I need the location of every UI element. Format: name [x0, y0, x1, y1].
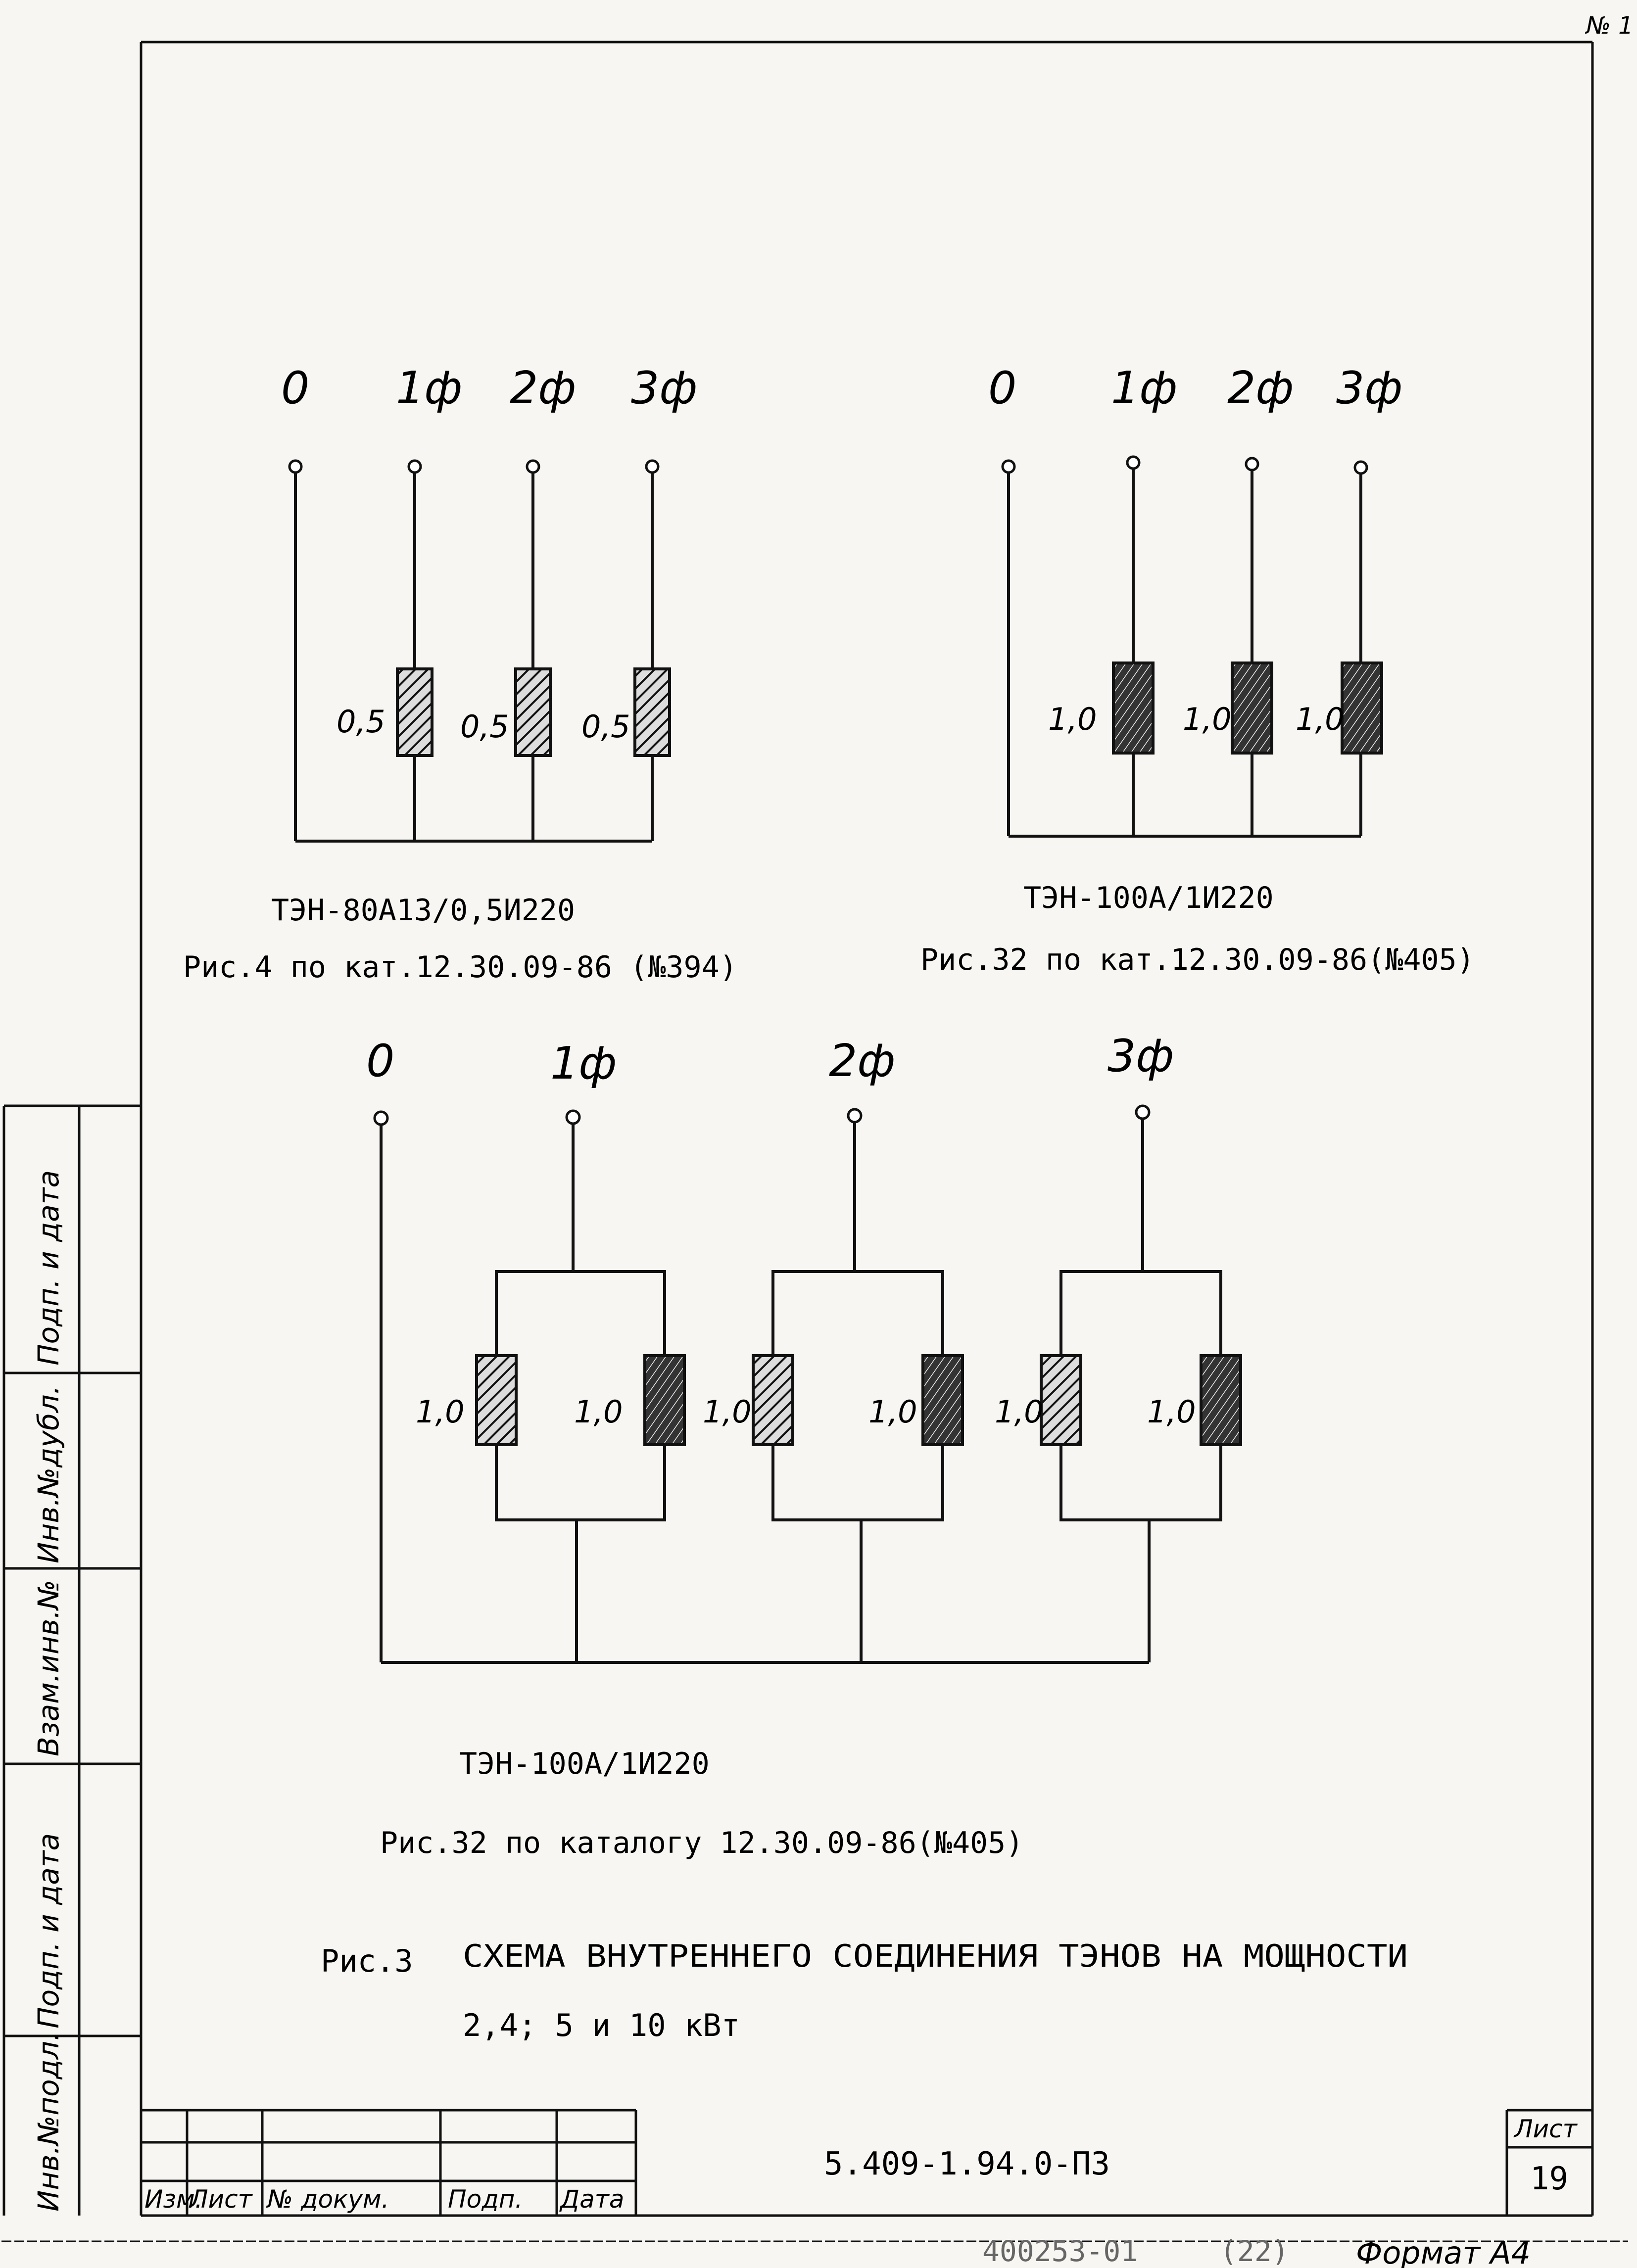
diagram-1: 0 1ф 2ф 3ф 0,5 0,5 — [183, 362, 737, 985]
tb-document-code: 5.409-1.94.0-ПЗ — [824, 2146, 1110, 2182]
title-block: Изм. Лист № докум. Подп. Дата Лист 5.409… — [141, 2109, 1592, 2216]
d3-rating-1b: 1,0 — [574, 1394, 623, 1430]
d3-caption: Рис.32 по каталогу 12.30.09-86(№405) — [380, 1826, 1023, 1860]
tb-header-izm: Изм. — [144, 2185, 203, 2214]
d2-caption: Рис.32 по кат.12.30.09-86(№405) — [920, 943, 1475, 977]
d3-model: ТЭН-100А/1И220 — [459, 1747, 710, 1781]
d1-heater-3 — [633, 667, 671, 757]
d2-terminal-3: 3ф — [1336, 362, 1402, 414]
d1-model: ТЭН-80А13/0,5И220 — [271, 893, 575, 928]
tb-sheet-label: Лист — [1513, 2115, 1578, 2143]
tb-header-podp: Подп. — [448, 2185, 523, 2214]
d1-terminal-node-2 — [526, 459, 540, 474]
corner-mark: № 1 — [1585, 12, 1634, 40]
d3-terminal-3: 3ф — [1107, 1030, 1174, 1082]
figure-number: Рис.3 — [321, 1943, 413, 1979]
d2-terminal-0: 0 — [988, 362, 1016, 414]
side-stamp-inv-dubl: Инв.№дубл. — [32, 1385, 65, 1563]
d2-heater-2 — [1231, 662, 1273, 755]
d3-terminal-node-2 — [847, 1108, 863, 1124]
d3-terminal-2: 2ф — [829, 1035, 895, 1087]
d1-rating-1: 0,5 — [337, 704, 385, 740]
d2-model: ТЭН-100А/1И220 — [1023, 881, 1274, 915]
archive-number-paren: (22) — [1220, 2234, 1289, 2268]
d2-rating-2: 1,0 — [1183, 701, 1232, 737]
d2-terminal-1: 1ф — [1111, 362, 1177, 414]
d1-wiring — [294, 472, 654, 843]
d3-terminal-node-3 — [1135, 1104, 1151, 1120]
tb-sheet-number: 19 — [1530, 2161, 1568, 2197]
d3-heater-1a — [475, 1354, 518, 1446]
d2-rating-3: 1,0 — [1296, 701, 1345, 737]
d1-heater-1 — [396, 667, 433, 757]
side-stamp-podp-data-2: Подп. и дата — [32, 1170, 65, 1366]
d3-rating-3b: 1,0 — [1147, 1394, 1196, 1430]
format-label: Формат А4 — [1356, 2235, 1531, 2268]
d1-rating-2: 0,5 — [460, 709, 509, 745]
d2-wiring — [1007, 469, 1362, 838]
d2-heater-1 — [1112, 662, 1155, 755]
figure-title-line1: СХЕМА ВНУТРЕННЕГО СОЕДИНЕНИЯ ТЭНОВ НА МО… — [463, 1938, 1408, 1974]
d1-terminal-3: 3ф — [631, 362, 697, 414]
d1-caption: Рис.4 по кат.12.30.09-86 (№394) — [183, 950, 737, 985]
tb-header-data: Дата — [559, 2185, 624, 2214]
diagram-2: 0 1ф 2ф 3ф 1,0 1,0 — [920, 362, 1475, 977]
d2-heater-3 — [1341, 662, 1383, 755]
d1-terminal-node-1 — [407, 459, 422, 474]
d2-rating-1: 1,0 — [1048, 701, 1097, 737]
d3-terminal-node-0 — [373, 1110, 389, 1126]
footer: 400253-01 (22) Формат А4 — [982, 2234, 1531, 2268]
d3-terminal-1: 1ф — [550, 1038, 617, 1089]
d1-terminal-node-0 — [288, 459, 303, 474]
d3-heater-1b — [643, 1354, 686, 1446]
diagram-3: 0 1ф 2ф 3ф — [366, 1030, 1242, 1860]
side-stamp: Инв.№подл. Подп. и дата Взам.инв.№ Инв.№… — [2, 1104, 141, 2216]
d3-terminal-node-1 — [565, 1109, 581, 1125]
d3-heater-3a — [1040, 1354, 1082, 1446]
d3-wiring — [380, 1119, 1222, 1664]
d3-rating-2b: 1,0 — [868, 1394, 917, 1430]
d2-terminal-node-3 — [1353, 460, 1368, 475]
side-stamp-podp-data-1: Подп. и дата — [32, 1833, 65, 2029]
d2-terminal-2: 2ф — [1227, 362, 1294, 414]
d2-terminal-node-0 — [1001, 459, 1016, 474]
d1-heater-2 — [514, 667, 552, 757]
d3-heater-2b — [921, 1354, 964, 1446]
d3-rating-3a: 1,0 — [995, 1394, 1044, 1430]
tb-header-list: Лист — [189, 2185, 253, 2214]
side-stamp-inv-podl: Инв.№подл. — [32, 2032, 65, 2212]
d2-terminal-node-1 — [1126, 455, 1141, 470]
figure-title-line2: 2,4; 5 и 10 кВт — [463, 2007, 740, 2043]
d1-terminal-2: 2ф — [510, 362, 576, 414]
d1-terminal-node-3 — [645, 459, 660, 474]
drawing-frame — [1, 41, 1628, 2242]
tb-header-dokum: № докум. — [266, 2185, 389, 2214]
archive-number: 400253-01 — [982, 2234, 1138, 2268]
d3-terminal-0: 0 — [366, 1035, 394, 1087]
d2-terminal-node-2 — [1245, 457, 1259, 472]
d1-terminal-0: 0 — [281, 362, 309, 414]
d1-terminal-1: 1ф — [396, 362, 462, 414]
d3-heater-3b — [1200, 1354, 1242, 1446]
d3-rating-1a: 1,0 — [416, 1394, 465, 1430]
side-stamp-vzam-inv: Взам.инв.№ — [32, 1580, 65, 1756]
d1-rating-3: 0,5 — [581, 709, 630, 745]
d3-heater-2a — [752, 1354, 794, 1446]
d3-rating-2a: 1,0 — [703, 1394, 752, 1430]
